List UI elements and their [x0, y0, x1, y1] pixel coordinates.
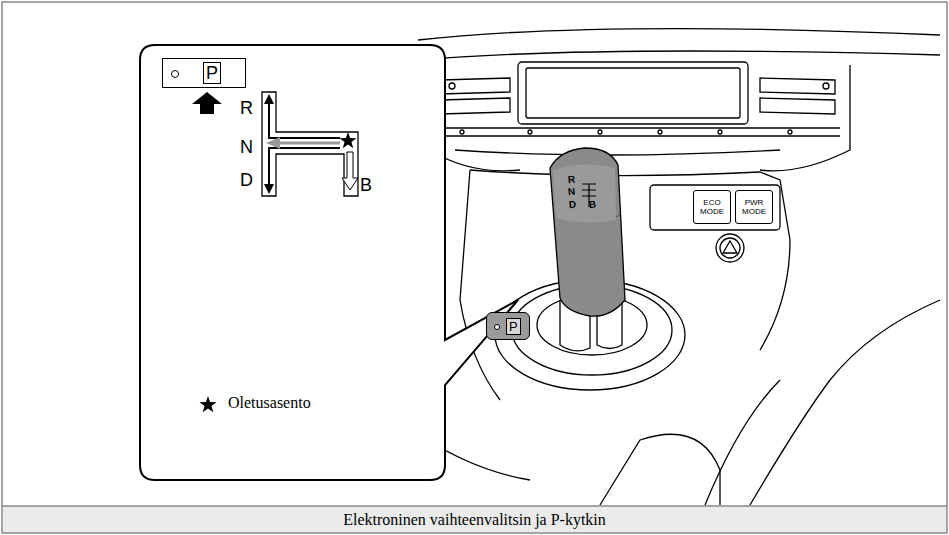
knob-letter: R	[567, 175, 575, 186]
figure-caption: Elektroninen vaihteenvalitsin ja P-kytki…	[3, 508, 946, 532]
node-text: N	[240, 138, 253, 156]
indicator-dot	[494, 324, 500, 330]
knob-letter: N	[567, 187, 575, 198]
node-text: R	[240, 99, 253, 117]
indicator-dot	[171, 70, 179, 78]
knob-letter: D	[568, 200, 576, 211]
node-text: D	[240, 171, 253, 189]
node-text: ECO MODE	[696, 198, 728, 216]
node-text: Oletusasento	[228, 395, 311, 411]
caption-text: Elektroninen vaihteenvalitsin ja P-kytki…	[343, 511, 606, 528]
p-switch-button: P	[486, 312, 530, 340]
node-text: P	[203, 62, 221, 84]
node-text: PWR MODE	[738, 198, 770, 216]
pwr-mode-button: PWR MODE	[735, 190, 773, 224]
eco-mode-button: ECO MODE	[693, 190, 731, 224]
node-text: B	[360, 176, 372, 194]
p-switch-box: P	[162, 58, 246, 88]
node-text: P	[506, 318, 521, 335]
inset-panel: R ND B Oletusasento P	[140, 45, 445, 480]
knob-letter: B	[588, 200, 596, 211]
